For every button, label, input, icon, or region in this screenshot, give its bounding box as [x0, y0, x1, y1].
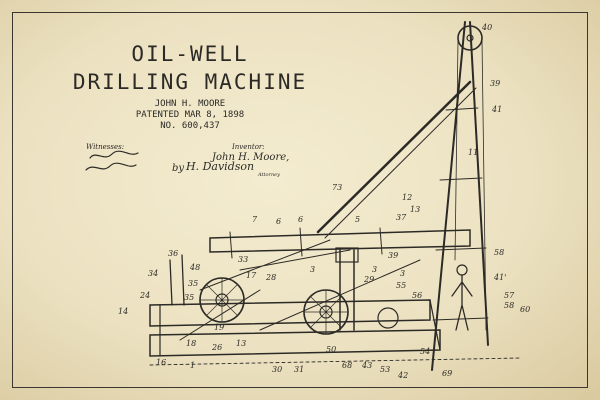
callout-label: 3 [310, 265, 315, 274]
poster-frame [12, 12, 588, 388]
callout-label: 35 [188, 279, 198, 288]
callout-label: 60 [520, 305, 530, 314]
callout-label: 17 [246, 271, 257, 280]
callout-label: 34 [148, 269, 158, 278]
callout-label: 56 [412, 291, 422, 300]
crown-pulley [457, 25, 483, 51]
callout-label: 16 [156, 358, 166, 367]
callout-label: 42 [397, 371, 408, 380]
center-post [339, 249, 355, 331]
boom-arm-edge [324, 87, 477, 239]
attorney-signature: H. Davidson [186, 160, 255, 173]
walking-beam [209, 229, 471, 253]
patent-title-line1: OIL-WELL [131, 42, 249, 66]
callout-label: 12 [402, 193, 412, 202]
callout-label: 11 [468, 148, 478, 157]
callout-label: 19 [214, 323, 224, 332]
callout-label: 14 [118, 307, 128, 316]
callout-label: 58 [504, 301, 514, 310]
center-post-cap [335, 247, 359, 263]
callout-label: 68 [342, 361, 352, 370]
small-pulley [377, 307, 399, 329]
callout-label: 3 [372, 265, 377, 274]
patent-date: PATENTED MAR 8, 1898 [135, 110, 245, 120]
callout-label: 31 [294, 365, 304, 374]
callout-label: 57 [504, 291, 515, 300]
callout-label: 37 [396, 213, 407, 222]
callout-label: 39 [388, 251, 398, 260]
callout-label: 36 [168, 249, 178, 258]
callout-label: 6 [276, 217, 281, 226]
inventor-label: Inventor: [232, 143, 265, 151]
callout-label: 73 [332, 183, 342, 192]
callout-label: 33 [238, 255, 248, 264]
drill-cable [454, 39, 487, 331]
left-uprights [169, 254, 185, 306]
callout-label: 41' [493, 273, 506, 282]
by-label: by [172, 163, 185, 174]
callout-label: 30 [272, 365, 282, 374]
callout-label: 48 [189, 263, 200, 272]
boom-arm [316, 80, 472, 234]
inventor-signature: John H. Moore, [212, 152, 290, 163]
attorney-label: Attorney [258, 172, 280, 178]
base-frame-top [149, 299, 431, 327]
callout-label: 6 [298, 215, 303, 224]
ground-line [149, 357, 521, 366]
callout-label: 43 [361, 361, 372, 370]
derrick-leg-right [469, 21, 489, 346]
callout-label: 53 [380, 365, 390, 374]
callout-label: 35 [184, 293, 194, 302]
callout-label: 28 [265, 273, 276, 282]
worker-figure [451, 274, 473, 331]
band-wheel-left-spokes [199, 277, 245, 323]
callout-label: 18 [186, 339, 196, 348]
derrick-leg-left [431, 21, 466, 371]
callout-label: 3 [400, 269, 405, 278]
callout-label: 40 [481, 23, 492, 32]
frame-braces [179, 239, 421, 341]
inventor-name: JOHN H. MOORE [154, 99, 226, 109]
patent-number: NO. 600,437 [160, 121, 220, 131]
beam-posts [229, 227, 383, 259]
callout-label: 13 [410, 205, 420, 214]
patent-title-line2: DRILLING MACHINE [72, 70, 308, 94]
worker-head [456, 264, 468, 276]
callout-label: 13 [236, 339, 246, 348]
callout-label: 1 [190, 361, 195, 370]
callout-label: 5 [355, 215, 360, 224]
callout-label: 58 [494, 248, 504, 257]
callout-label: 69 [442, 369, 452, 378]
callout-label: 50 [326, 345, 336, 354]
witness-signature-1 [89, 150, 139, 159]
callout-label: 39 [490, 79, 500, 88]
witnesses-label: Witnesses: [86, 143, 125, 151]
base-frame-ends [159, 299, 441, 357]
derrick-braces [432, 107, 489, 321]
callout-label: 41 [491, 105, 502, 114]
crown-pulley-hub [466, 34, 474, 42]
witness-signature-2 [85, 162, 137, 171]
band-wheel-center-spokes [303, 289, 349, 335]
callout-label: 54 [420, 347, 430, 356]
reference-numerals: 40 39 41 73 11 12 13 58 7 6 6 5 37 36 48… [118, 23, 530, 380]
callout-label: 55 [396, 281, 406, 290]
callout-label: 24 [139, 291, 150, 300]
callout-label: 29 [363, 275, 374, 284]
callout-label: 7 [252, 215, 258, 224]
callout-label: 26 [211, 343, 222, 352]
